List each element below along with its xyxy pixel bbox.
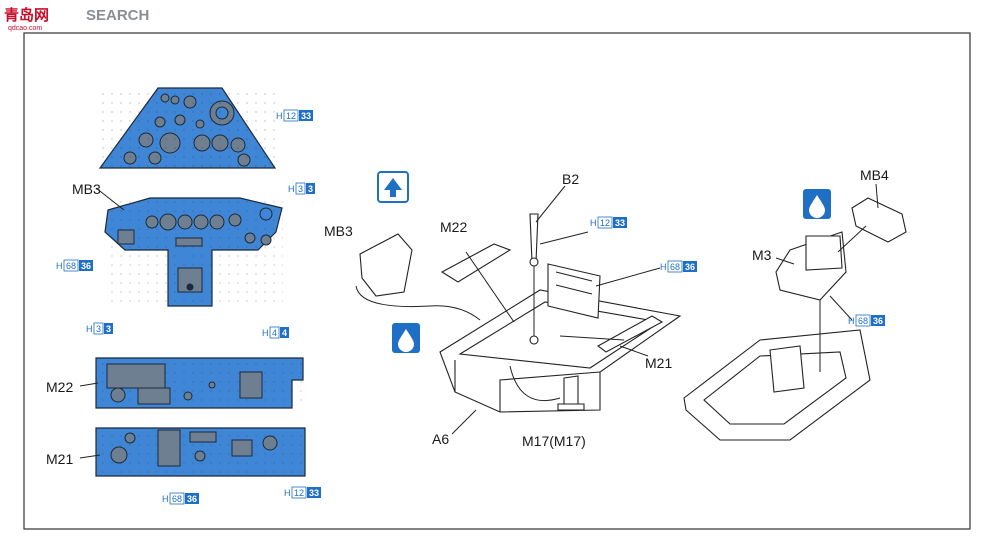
paint-callout-code: 4	[282, 328, 287, 338]
glue-drop-icon	[398, 329, 414, 352]
paint-callout-number: 12	[286, 111, 296, 121]
watermark-logo: 青岛网 SEARCH qdcao.com	[4, 6, 149, 32]
paint-callout-number: 4	[272, 328, 277, 338]
leader-m22-left	[79, 382, 99, 387]
paint-callout-prefix: H	[288, 184, 295, 194]
paint-callout-prefix: H	[56, 261, 63, 271]
paint-callout-number: 12	[294, 488, 304, 498]
paint-callout-number: 68	[172, 494, 182, 504]
right-labels: MB4 M3	[752, 167, 889, 263]
leader-m21-left	[79, 454, 101, 459]
paint-callout-prefix: H	[162, 494, 169, 504]
middle-leaders	[355, 185, 661, 435]
leader-mb3-left	[95, 187, 125, 211]
paint-callout-code: 33	[301, 111, 311, 121]
label-m22-mid: M22	[440, 219, 467, 235]
label-mb4: MB4	[860, 167, 889, 183]
middle-labels: B2 M22 MB3 M21 A6 M17(M17)	[324, 171, 672, 449]
paint-callout-number: 3	[298, 184, 303, 194]
main-instrument-panel	[104, 197, 283, 307]
watermark-logo-text: 青岛网	[4, 6, 49, 24]
label-m21-mid: M21	[645, 355, 672, 371]
label-a6: A6	[432, 431, 449, 447]
paint-callout-prefix: H	[276, 111, 283, 121]
paint-callout-number: 68	[858, 316, 868, 326]
up-arrow-icon-box	[377, 171, 409, 203]
m21-panel-part	[95, 427, 306, 477]
label-m17: M17(M17)	[522, 433, 586, 449]
paint-callout-code: 36	[187, 494, 197, 504]
paint-callout-code: 3	[106, 324, 111, 334]
label-b2: B2	[562, 171, 579, 187]
left-labels: MB3 M22 M21	[46, 181, 125, 467]
paint-callout-prefix: H	[86, 324, 93, 334]
paint-callout-prefix: H	[848, 316, 855, 326]
paint-callout-code: 36	[81, 261, 91, 271]
paint-callout-prefix: H	[262, 328, 269, 338]
label-m21-left: M21	[46, 451, 73, 467]
label-m3: M3	[752, 247, 772, 263]
watermark-site-name: SEARCH	[86, 7, 149, 24]
label-m22-left: M22	[46, 379, 73, 395]
paint-callout-code: 3	[308, 184, 313, 194]
paint-callout-code: 33	[615, 218, 625, 228]
glue-drop-icon-right	[803, 189, 831, 219]
m22-panel-part	[95, 357, 304, 409]
paint-callout-number: 12	[600, 218, 610, 228]
label-mb3-mid: MB3	[324, 223, 353, 239]
glue-drop-icon	[809, 195, 825, 218]
step-frame	[23, 32, 971, 530]
paint-callout-code: 36	[873, 316, 883, 326]
right-assembly-drawing	[683, 197, 907, 441]
glue-drop-icon-mid	[392, 323, 420, 353]
paint-callout-code: 33	[309, 488, 319, 498]
paint-callout-number: 3	[96, 324, 101, 334]
watermark-sub-text: qdcao.com	[8, 25, 42, 32]
middle-assembly-drawing	[359, 213, 682, 413]
paint-callout-code: 36	[685, 262, 695, 272]
paint-callout-number: 68	[670, 262, 680, 272]
paint-callout-prefix: H	[284, 488, 291, 498]
paint-callout-prefix: H	[590, 218, 597, 228]
assembly-up-arrow-icon	[384, 178, 402, 197]
label-mb3-left: MB3	[72, 181, 101, 197]
paint-callout-prefix: H	[660, 262, 667, 272]
paint-callout-number: 68	[66, 261, 76, 271]
right-leaders	[775, 183, 879, 372]
upper-instrument-panel	[98, 87, 277, 169]
